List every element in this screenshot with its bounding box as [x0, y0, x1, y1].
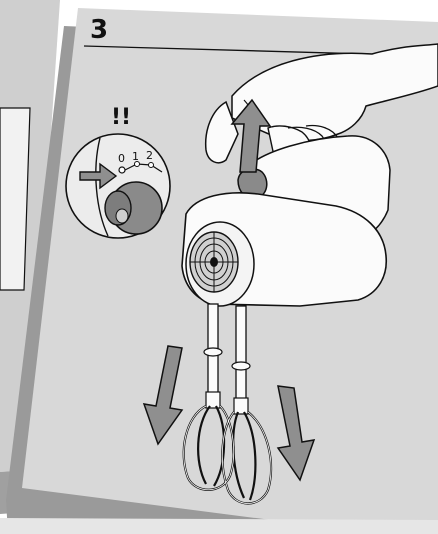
dial-label-0: 0 — [118, 152, 125, 165]
next-panel-edge — [0, 518, 438, 534]
speed-dial-inset: 0 1 2 — [66, 134, 170, 238]
fan-vent-icon — [190, 232, 238, 292]
dial-label-1: 1 — [132, 150, 139, 163]
warning-mark: !! — [111, 105, 131, 130]
step-number: 3 — [90, 15, 108, 45]
dial-label-2: 2 — [146, 149, 153, 162]
